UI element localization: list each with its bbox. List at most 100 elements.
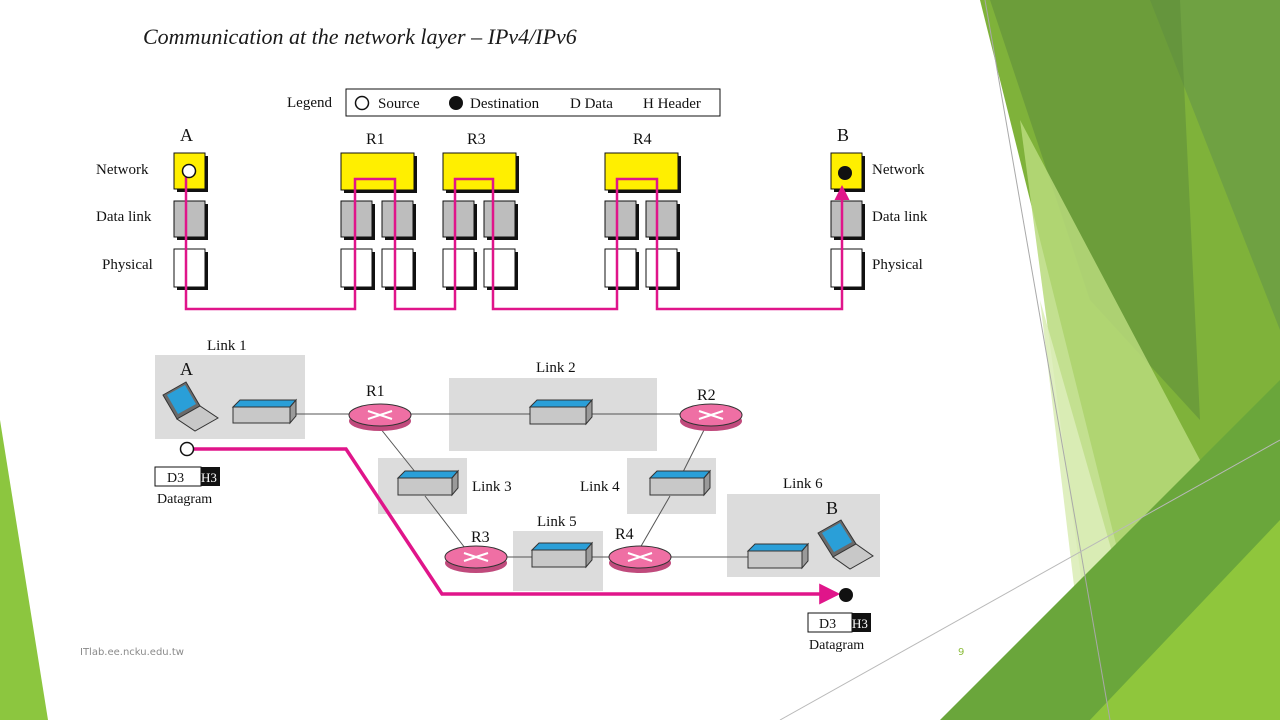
slide-footer: ITlab.ee.ncku.edu.tw [80, 647, 184, 658]
link-4-label: Link 4 [580, 479, 620, 495]
link-5-label: Link 5 [537, 514, 577, 530]
switch-body [531, 549, 587, 568]
datagram-header-text: H3 [852, 616, 868, 631]
topology-host-a-label: A [180, 359, 193, 379]
topology-connections [290, 413, 748, 558]
decor-line-1 [984, 0, 1111, 720]
legend-header: H Header [643, 96, 701, 112]
r3-physical-left [442, 248, 475, 288]
r1-physical-right [381, 248, 414, 288]
r1-datalink-left [340, 200, 373, 238]
switch-body [649, 477, 705, 496]
switch-link-2 [528, 398, 594, 426]
datagram-data-text: D3 [167, 471, 184, 486]
topology-r3-label: R3 [471, 529, 490, 546]
switch-top [746, 543, 810, 552]
router-r4-stack [604, 152, 681, 290]
link-2-label: Link 2 [536, 360, 576, 376]
datagram-header-cell [201, 467, 220, 486]
decor-line-2 [779, 439, 1280, 720]
r1-physical-left [340, 248, 373, 288]
topology-destination-marker [839, 588, 853, 602]
router-r1-label: R1 [366, 131, 385, 148]
switch-side [585, 541, 593, 569]
laptop-screen [167, 385, 196, 414]
router-r3-label: R3 [467, 131, 486, 148]
switch-top [396, 470, 460, 479]
switch-side [585, 398, 593, 426]
router-r2-icon [679, 403, 743, 431]
topology-path-arrow [194, 447, 841, 605]
router-arrows [698, 410, 724, 420]
router-r4-label: R4 [633, 131, 652, 148]
connection-line [379, 427, 421, 479]
r3-physical-right [483, 248, 516, 288]
laptop-b-icon [817, 519, 874, 570]
link-1-label: Link 1 [207, 338, 247, 354]
laptop-a-icon [162, 381, 219, 432]
router-arrows [463, 552, 489, 562]
host-a-stack [173, 152, 208, 290]
r4-datalink-left [604, 200, 637, 238]
host-b-label: B [837, 125, 849, 145]
layer-label-network-a: Network [96, 162, 149, 178]
switch-side [289, 398, 297, 425]
switch-side [703, 469, 711, 497]
switch-link-4 [648, 469, 712, 497]
switch-body [232, 406, 291, 424]
switch-link-6 [746, 542, 810, 570]
datagram-header-cell [852, 613, 871, 632]
r4-physical-right [645, 248, 678, 288]
legend-label: Legend [287, 95, 332, 111]
page-number: 9 [958, 647, 965, 658]
slide-title: Communication at the network layer – IPv… [143, 24, 577, 49]
switch-side [451, 469, 459, 497]
decor-band-3 [990, 0, 1200, 420]
router-r4-icon [608, 545, 672, 573]
topology-r1-label: R1 [366, 383, 385, 400]
router-r1-stack [340, 152, 417, 290]
switch-top [530, 542, 594, 551]
topology-r2-label: R2 [697, 387, 716, 404]
switch-link-5 [530, 541, 594, 569]
switch-body [397, 477, 453, 496]
decor-band-7 [1090, 520, 1280, 720]
layer-diagram: A Network Data link Physical B Network D… [96, 125, 928, 311]
layer-label-network-b: Network [872, 162, 925, 178]
router-r1-icon [348, 403, 412, 431]
source-icon [354, 95, 370, 111]
connection-line [679, 427, 706, 479]
router-r3-icon [444, 545, 508, 573]
topology-source-marker [179, 441, 195, 457]
switch-body [747, 550, 803, 569]
switch-link-3 [396, 469, 460, 497]
datagram-destination: D3 H3 Datagram [807, 612, 871, 653]
legend-data: D Data [570, 96, 613, 112]
datagram-label: Datagram [809, 638, 864, 653]
layer-label-physical-b: Physical [872, 257, 923, 273]
legend-box [345, 88, 721, 117]
legend-destination: Destination [470, 96, 540, 112]
host-a-label: A [180, 125, 193, 145]
topology-r4-label: R4 [615, 526, 634, 543]
decor-left-wedge [0, 420, 48, 720]
legend-source: Source [378, 96, 420, 112]
router-r3-stack [442, 152, 519, 290]
host-a-physical-layer [173, 248, 206, 288]
host-b-datalink-layer [830, 200, 863, 238]
host-b-physical-layer [830, 248, 863, 288]
r1-network-layer [340, 152, 415, 191]
destination-marker [838, 166, 852, 180]
datagram-header-text: H3 [201, 470, 217, 485]
switch-link-1 [231, 398, 298, 425]
r3-datalink-right [483, 200, 516, 238]
laptop-keyboard [832, 543, 874, 570]
switch-side [801, 542, 809, 570]
laptop-keyboard [176, 405, 219, 432]
switch-top [528, 399, 594, 408]
switch-top [648, 470, 712, 479]
r3-datalink-left [442, 200, 475, 238]
